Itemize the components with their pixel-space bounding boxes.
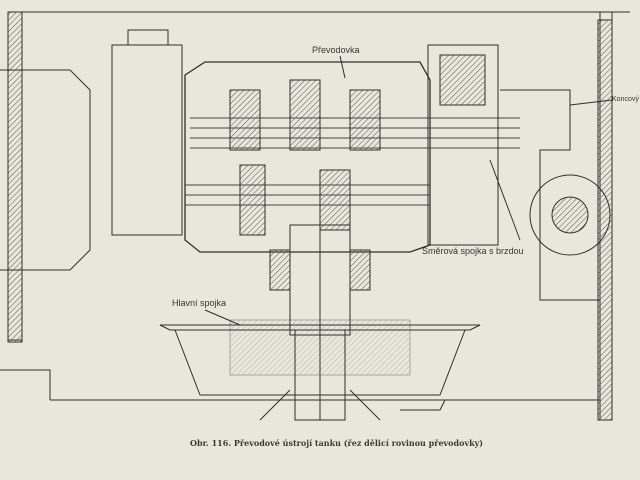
engine-housing <box>0 69 91 271</box>
label-gearbox: Převodovka <box>312 45 360 55</box>
figure-caption: Obr. 116. Převodové ústrojí tanku (řez d… <box>190 438 484 448</box>
left-brake-block <box>111 44 183 236</box>
label-final-drive: Koncový <box>612 96 639 103</box>
final-drive <box>500 89 600 301</box>
label-main-clutch: Hlavní spojka <box>172 298 227 308</box>
label-steering-clutch: Směrová spojka s brzdou <box>422 246 524 256</box>
steering-clutch <box>427 44 499 246</box>
